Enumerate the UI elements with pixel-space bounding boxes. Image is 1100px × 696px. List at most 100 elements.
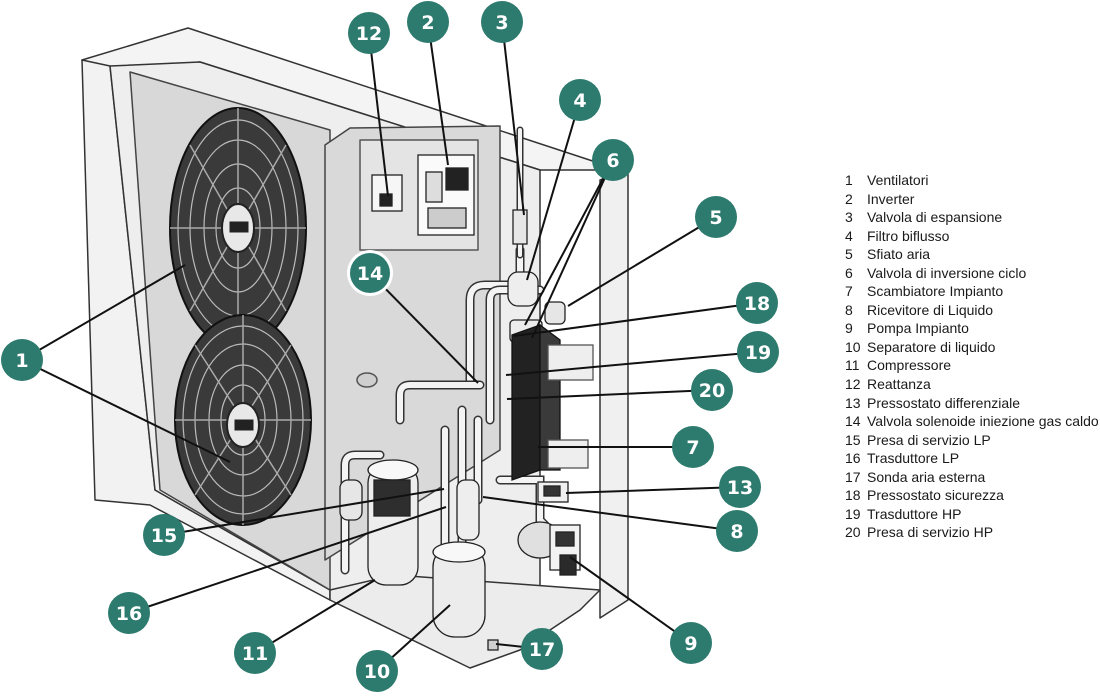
legend-item: 17 Sonda aria esterna (845, 468, 1099, 487)
leader-15 (163, 488, 445, 536)
legend-label: Presa di servizio LP (867, 431, 991, 448)
legend-label: Valvola di espansione (867, 209, 1003, 226)
liquid-receiver (456, 479, 480, 541)
svg-text:4: 4 (573, 90, 586, 112)
svg-text:3: 3 (495, 12, 508, 34)
legend-number: 15 (845, 431, 861, 448)
callout-badge-20: 20 (691, 369, 733, 411)
callout-badge-4: 4 (559, 79, 601, 121)
legend-item: 20 Presa di servizio HP (845, 523, 1099, 542)
legend-label: Inverter (867, 190, 915, 207)
svg-text:10: 10 (364, 661, 390, 683)
fan-upper (169, 107, 307, 349)
legend-number: 10 (845, 338, 861, 355)
callout-badge-12: 12 (348, 12, 390, 54)
legend-item: 16 Trasduttore LP (845, 449, 1099, 468)
legend-item: 5 Sfiato aria (845, 245, 1099, 264)
legend-label: Scambiatore Impianto (867, 283, 1004, 300)
legend-label: Sfiato aria (867, 246, 931, 263)
legend-item: 9 Pompa Impianto (845, 319, 1099, 338)
callout-badge-9: 9 (670, 622, 712, 664)
legend-label: Filtro biflusso (867, 227, 950, 244)
leader-11 (254, 579, 376, 654)
legend-label: Reattanza (867, 376, 931, 393)
callout-badge-15: 15 (143, 514, 185, 556)
legend-label: Compressore (867, 357, 952, 374)
leader-5 (567, 216, 717, 307)
callout-badge-14: 14 (347, 250, 393, 296)
callout-badge-19: 19 (737, 331, 779, 373)
legend-label: Trasduttore HP (867, 505, 962, 522)
svg-text:2: 2 (421, 12, 434, 34)
leader-12 (368, 32, 389, 197)
svg-text:6: 6 (606, 150, 619, 172)
legend-label: Trasduttore LP (867, 450, 960, 467)
svg-text:5: 5 (709, 207, 722, 229)
callout-badge-13: 13 (719, 466, 761, 508)
legend-label: Ricevitore di Liquido (867, 301, 994, 318)
svg-text:19: 19 (745, 342, 771, 364)
inverter-board (417, 154, 475, 236)
svg-text:11: 11 (242, 643, 268, 665)
plate-heat-exchanger (511, 323, 594, 481)
svg-text:18: 18 (744, 293, 770, 315)
differential-pressure-switch (537, 481, 569, 503)
legend-label: Ventilatori (867, 172, 929, 188)
legend-number: 18 (845, 487, 861, 504)
air-vent (544, 301, 566, 325)
callout-badges: 1 2 3 4 5 6 7 8 9 10 11 12 13 14 15 16 1… (1, 1, 779, 692)
legend-number: 8 (845, 301, 853, 318)
svg-text:15: 15 (151, 525, 177, 547)
legend-number: 19 (845, 505, 861, 522)
legend-number: 14 (845, 413, 861, 430)
legend-item: 15 Presa di servizio LP (845, 431, 1099, 450)
leader-6a (524, 159, 614, 326)
legend-number: 20 (845, 524, 861, 541)
legend-number: 5 (845, 246, 853, 263)
leader-1b (21, 359, 231, 463)
legend-label: Valvola di inversione ciclo (867, 264, 1027, 281)
legend-label: Presa di servizio HP (867, 524, 994, 541)
callout-badge-16: 16 (108, 592, 150, 634)
expansion-valve (512, 209, 528, 245)
liquid-separator (432, 541, 486, 638)
legend-item: 14 Valvola solenoide iniezione gas caldo (845, 412, 1099, 431)
legend-item: 8 Ricevitore di Liquido (845, 301, 1099, 320)
legend-number: 17 (845, 468, 861, 485)
legend-number: 9 (845, 320, 853, 337)
leader-20 (506, 389, 713, 400)
legend-label: Valvola solenoide iniezione gas caldo (867, 413, 1099, 430)
leader-4 (526, 99, 581, 281)
legend-number: 1 (845, 172, 853, 188)
legend-item: 19 Trasduttore HP (845, 505, 1099, 524)
svg-text:8: 8 (730, 521, 743, 543)
svg-text:1: 1 (15, 350, 28, 372)
legend-number: 16 (845, 450, 861, 467)
legend-label: Sonda aria esterna (867, 468, 986, 485)
callout-badge-7: 7 (672, 426, 714, 468)
leader-3 (501, 21, 525, 216)
svg-text:13: 13 (727, 477, 753, 499)
legend-number: 2 (845, 190, 853, 207)
leader-19 (505, 351, 759, 376)
leader-2 (427, 21, 449, 166)
leader-6b (531, 159, 614, 339)
leader-13 (565, 486, 741, 494)
callout-badge-10: 10 (356, 650, 398, 692)
legend-label: Pompa Impianto (867, 320, 969, 337)
callout-badge-11: 11 (234, 632, 276, 674)
leader-9 (569, 556, 692, 644)
leader-16 (128, 506, 447, 614)
bidirectional-filter (507, 271, 539, 307)
legend-item: 2 Inverter (845, 190, 1099, 209)
callout-badge-17: 17 (521, 628, 563, 670)
callout-badge-3: 3 (481, 1, 523, 43)
callout-badge-8: 8 (716, 510, 758, 552)
